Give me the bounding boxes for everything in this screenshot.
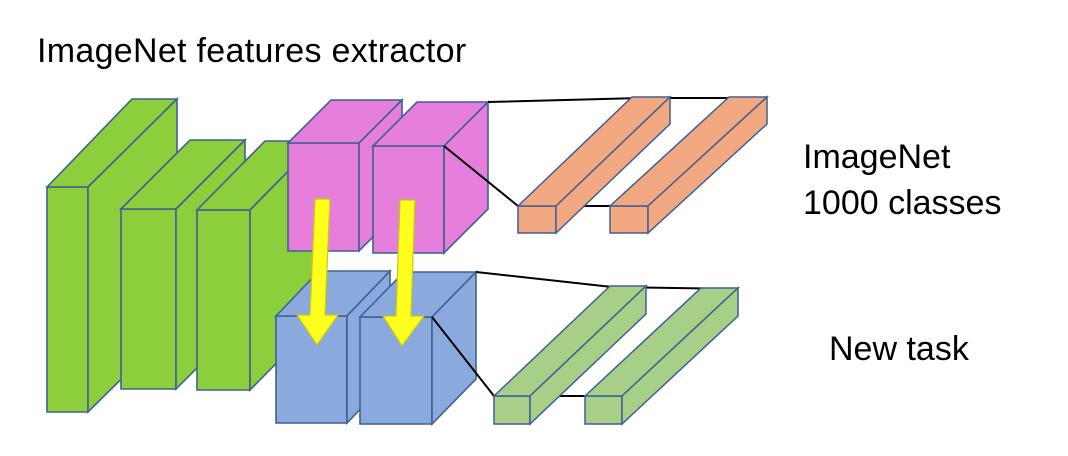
diagram-title: ImageNet features extractor [37, 32, 467, 70]
imagenet-conv-block-2 [371, 100, 490, 255]
transfer-arrow-1 [295, 198, 340, 347]
newtask-fc-layer-1 [492, 284, 648, 426]
imagenet-head-label-line2: 1000 classes [803, 184, 1002, 222]
newtask-fc-layer-2 [583, 286, 740, 426]
imagenet-fc-layer-2 [608, 95, 769, 235]
newtask-conv-block-2 [358, 270, 478, 426]
new-task-label: New task [829, 330, 969, 368]
transfer-arrow-2 [381, 199, 426, 348]
imagenet-fc-layer-1 [516, 95, 672, 235]
imagenet-head-label: ImageNet 1000 classes [803, 134, 1001, 226]
imagenet-head-label-line1: ImageNet [803, 138, 951, 176]
